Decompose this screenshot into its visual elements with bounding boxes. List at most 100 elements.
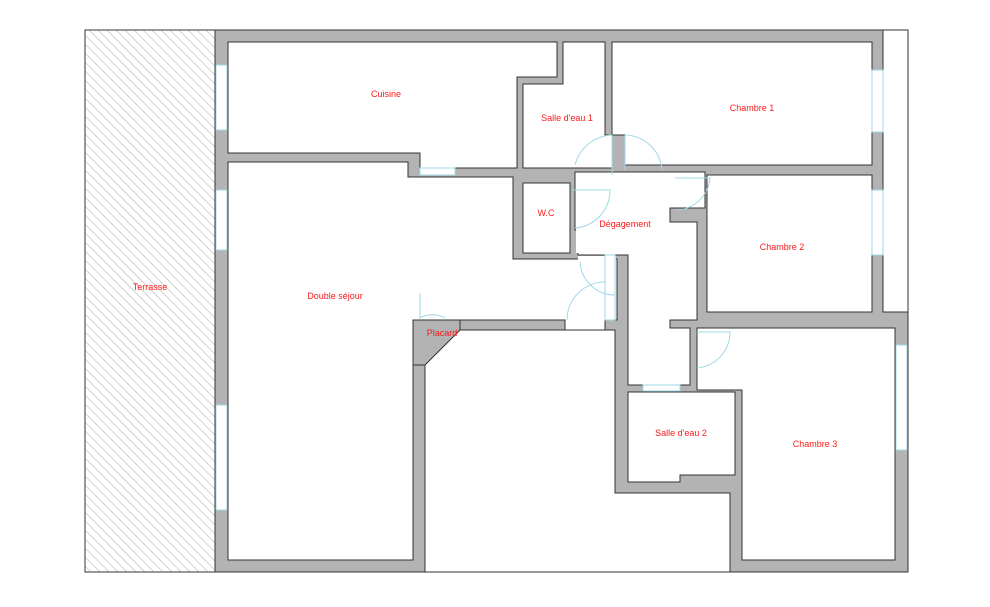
hatch-line xyxy=(84,133,216,265)
hatch-line xyxy=(84,349,216,481)
chambre3-fill xyxy=(698,329,742,389)
hatch-line xyxy=(84,430,216,562)
hatch-line xyxy=(84,493,164,573)
label-wc: W.C xyxy=(538,208,555,218)
hatch-line xyxy=(84,556,101,573)
room-wc xyxy=(522,182,571,254)
door-chambre-1 xyxy=(624,134,663,171)
hatch-line xyxy=(142,29,216,103)
hatch-line xyxy=(160,29,216,85)
hatch-line xyxy=(84,322,216,454)
window xyxy=(215,404,228,511)
hatch-line xyxy=(84,475,182,573)
door-placard xyxy=(419,293,446,319)
hatch-line xyxy=(88,29,216,157)
hatch-line xyxy=(84,439,216,571)
label-double-sejour: Double séjour xyxy=(307,291,363,301)
hatch-line xyxy=(84,241,216,373)
hatch-line xyxy=(84,97,216,229)
hatch-line xyxy=(115,29,216,130)
hatch-line xyxy=(84,43,216,175)
hatch-line xyxy=(84,484,173,573)
hatch-line xyxy=(84,151,216,283)
hatch-line xyxy=(84,106,216,238)
room-chambre-2 xyxy=(706,174,873,313)
hatch-line xyxy=(84,358,216,490)
window xyxy=(895,344,908,451)
hatch-line xyxy=(84,529,128,573)
hatch-line xyxy=(84,88,216,220)
label-terrasse: Terrasse xyxy=(133,282,168,292)
hatch-line xyxy=(84,520,137,573)
hatch-line xyxy=(84,331,216,463)
hatch-line xyxy=(84,466,191,573)
hatch-line xyxy=(84,511,146,573)
hatch-line xyxy=(84,394,216,526)
hatch-line xyxy=(84,538,119,573)
window xyxy=(871,69,884,133)
hatch-line xyxy=(84,160,216,292)
hatch-line xyxy=(84,277,216,409)
door-salle-eau-1 xyxy=(574,134,613,175)
sliding-door xyxy=(642,384,681,392)
hatch-line xyxy=(84,169,216,301)
hatch-line xyxy=(97,29,216,148)
hatch-line xyxy=(84,457,200,573)
hatch-line xyxy=(84,259,216,391)
degagement-fill xyxy=(576,173,604,253)
hatch-line xyxy=(84,565,92,573)
hatch-line xyxy=(196,29,216,49)
label-cuisine: Cuisine xyxy=(371,89,401,99)
door-sejour xyxy=(566,281,606,321)
hatch-line xyxy=(84,79,216,211)
hatch-line xyxy=(187,29,216,58)
hatch-line xyxy=(84,61,216,193)
hatch-line xyxy=(84,367,216,499)
hatch-line xyxy=(84,250,216,382)
hatch-line xyxy=(106,29,216,139)
hatch-line xyxy=(178,29,216,67)
terrace-area xyxy=(84,29,216,573)
hatch-line xyxy=(84,412,216,544)
hatch-line xyxy=(84,142,216,274)
label-chambre-1: Chambre 1 xyxy=(730,103,775,113)
door-degagement xyxy=(579,261,616,296)
hatch-line xyxy=(84,403,216,535)
door-chambre-2 xyxy=(675,177,711,211)
hatch-line xyxy=(133,29,216,112)
hatch-line xyxy=(169,29,216,76)
hatch-line xyxy=(84,502,155,573)
hatch-line xyxy=(84,52,216,184)
hatch-line xyxy=(84,304,216,436)
hatch-line xyxy=(84,421,216,553)
hatch-line xyxy=(84,385,216,517)
terrace-hatching xyxy=(84,29,216,573)
label-chambre-2: Chambre 2 xyxy=(760,242,805,252)
hatch-line xyxy=(84,115,216,247)
door-wc xyxy=(572,189,611,229)
hatch-line xyxy=(84,178,216,310)
window xyxy=(215,189,228,251)
room-cuisine xyxy=(227,41,558,169)
room-chambre-3 xyxy=(696,327,896,561)
door-frame xyxy=(604,254,616,321)
label-salle-eau-1: Salle d'eau 1 xyxy=(541,113,593,123)
hatch-line xyxy=(84,124,216,256)
hatch-line xyxy=(84,187,216,319)
hatch-line xyxy=(84,214,216,346)
hatch-line xyxy=(84,448,209,573)
hatch-line xyxy=(84,70,216,202)
label-chambre-3: Chambre 3 xyxy=(793,439,838,449)
label-placard: Placard xyxy=(427,328,458,338)
hatch-line xyxy=(84,268,216,400)
hatch-line xyxy=(84,286,216,418)
hatch-line xyxy=(151,29,216,94)
hatch-line xyxy=(84,313,216,445)
label-degagement: Dégagement xyxy=(599,219,651,229)
hatch-line xyxy=(84,205,216,337)
hatch-line xyxy=(84,34,216,166)
hatch-line xyxy=(84,223,216,355)
hatch-line xyxy=(84,196,216,328)
hatch-line xyxy=(84,295,216,427)
